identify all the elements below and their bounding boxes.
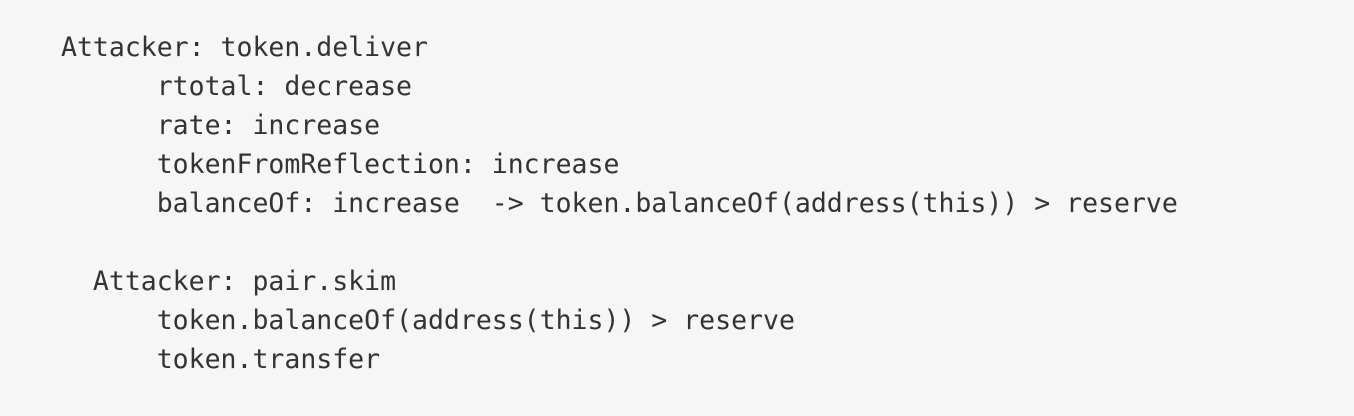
code-line-rtotal: rtotal: decrease bbox=[61, 71, 412, 102]
code-line-attacker-deliver: Attacker: token.deliver bbox=[61, 32, 428, 63]
code-line-balance-check: token.balanceOf(address(this)) > reserve bbox=[61, 305, 795, 336]
code-line-rate: rate: increase bbox=[61, 110, 381, 141]
code-lines: Attacker: token.deliver rtotal: decrease… bbox=[61, 28, 1178, 379]
code-line-blank bbox=[61, 223, 1178, 262]
code-line-attacker-skim: Attacker: pair.skim bbox=[61, 266, 397, 297]
code-line-token-from-reflection: tokenFromReflection: increase bbox=[61, 149, 620, 180]
code-line-token-transfer: token.transfer bbox=[61, 344, 381, 375]
code-line-balance-of: balanceOf: increase -> token.balanceOf(a… bbox=[61, 188, 1178, 219]
